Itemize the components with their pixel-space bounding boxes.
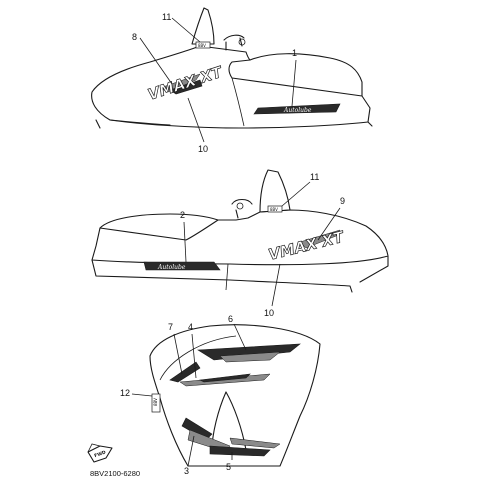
leader-11-b — [281, 181, 311, 207]
callout-3: 3 — [184, 466, 189, 476]
decal-2-script: Autolube — [157, 264, 186, 271]
decal-10-logo: VMAX XT — [146, 62, 226, 103]
handlebar-outline — [223, 34, 245, 51]
callout-12: 12 — [120, 388, 130, 398]
windshield-outline — [191, 7, 215, 45]
decal-9-chevron — [299, 229, 341, 249]
hood-left-side-view: Autolube VMAX XT 8BV — [91, 169, 389, 293]
panel-line-left — [225, 263, 229, 291]
decal-7-stripe — [169, 361, 201, 383]
callout-8: 8 — [132, 32, 137, 42]
decal-1-stripe — [253, 103, 341, 115]
decal-6-accent — [219, 351, 281, 363]
decal-11-badge-left — [267, 205, 283, 213]
leader-8 — [139, 37, 173, 85]
leader-4 — [191, 333, 197, 379]
decal-12-badge — [151, 393, 161, 413]
leader-9 — [317, 207, 341, 241]
fwd-label: FWD — [94, 449, 107, 459]
forward-arrow-shape — [87, 445, 113, 463]
drawing-code: 8BV2100-6280 — [90, 469, 140, 478]
decal-4-accent — [198, 373, 251, 383]
hood-top-outline — [149, 324, 321, 467]
leader-6 — [233, 323, 247, 351]
hood-lower-edge-left — [91, 255, 389, 293]
leader-3 — [187, 435, 195, 467]
leader-1 — [291, 59, 297, 107]
leader-11 — [171, 17, 201, 43]
mirror-outline-left — [236, 202, 244, 210]
leader-7 — [173, 333, 183, 375]
leader-10-b — [271, 263, 281, 307]
decal-11-badge-text-left: 8BV — [270, 207, 278, 212]
decal-1-script: Autolube — [283, 107, 312, 114]
hood-top-nose — [159, 335, 237, 381]
hood-top-cutout — [211, 391, 247, 451]
decal-8-chevron — [159, 73, 201, 93]
hood-lower-edge — [95, 119, 373, 129]
forward-arrow-icon: FWD — [87, 443, 113, 463]
hood-right-side-view: Autolube VMAX XT 8BV — [91, 7, 373, 129]
callout-1: 1 — [292, 48, 297, 58]
mirror-outline — [238, 38, 246, 46]
decal-11-badge — [195, 41, 211, 49]
seat-outline-left — [99, 213, 219, 229]
callout-5: 5 — [226, 462, 231, 472]
decal-2-stripe — [143, 261, 221, 271]
callout-11-b: 11 — [310, 172, 319, 182]
panel-line — [231, 77, 245, 127]
seat-outline — [249, 53, 363, 97]
hood-top-view: 8BV — [149, 324, 321, 467]
leader-12 — [131, 393, 153, 397]
leader-2 — [183, 221, 187, 263]
callouts-middle-view: 11 2 9 10 — [180, 172, 345, 318]
decal-5-accent — [229, 437, 281, 449]
decal-5-stripe — [209, 445, 271, 457]
callout-10: 10 — [198, 144, 208, 154]
callouts-bottom-view: 7 4 6 12 3 5 — [120, 314, 247, 476]
callout-7: 7 — [168, 322, 173, 332]
callout-2: 2 — [180, 210, 185, 220]
forward-arrow-head — [87, 443, 101, 453]
callout-9: 9 — [340, 196, 345, 206]
hood-body-outline-left — [91, 209, 389, 266]
callout-10-b: 10 — [264, 308, 274, 318]
callout-6: 6 — [228, 314, 233, 324]
decal-11-badge-text: 8BV — [198, 43, 206, 48]
leader-10 — [187, 97, 205, 143]
decal-10-logo-left: VMAX XT — [267, 227, 348, 263]
handlebar-outline-left — [231, 198, 253, 219]
hood-body-outline — [91, 45, 371, 129]
decal-12-badge-text: 8BV — [153, 398, 158, 406]
callout-11: 11 — [162, 12, 171, 22]
callouts-top-view: 11 8 1 10 — [132, 12, 297, 154]
callout-4: 4 — [188, 322, 193, 332]
decal-8-accent — [169, 79, 203, 95]
